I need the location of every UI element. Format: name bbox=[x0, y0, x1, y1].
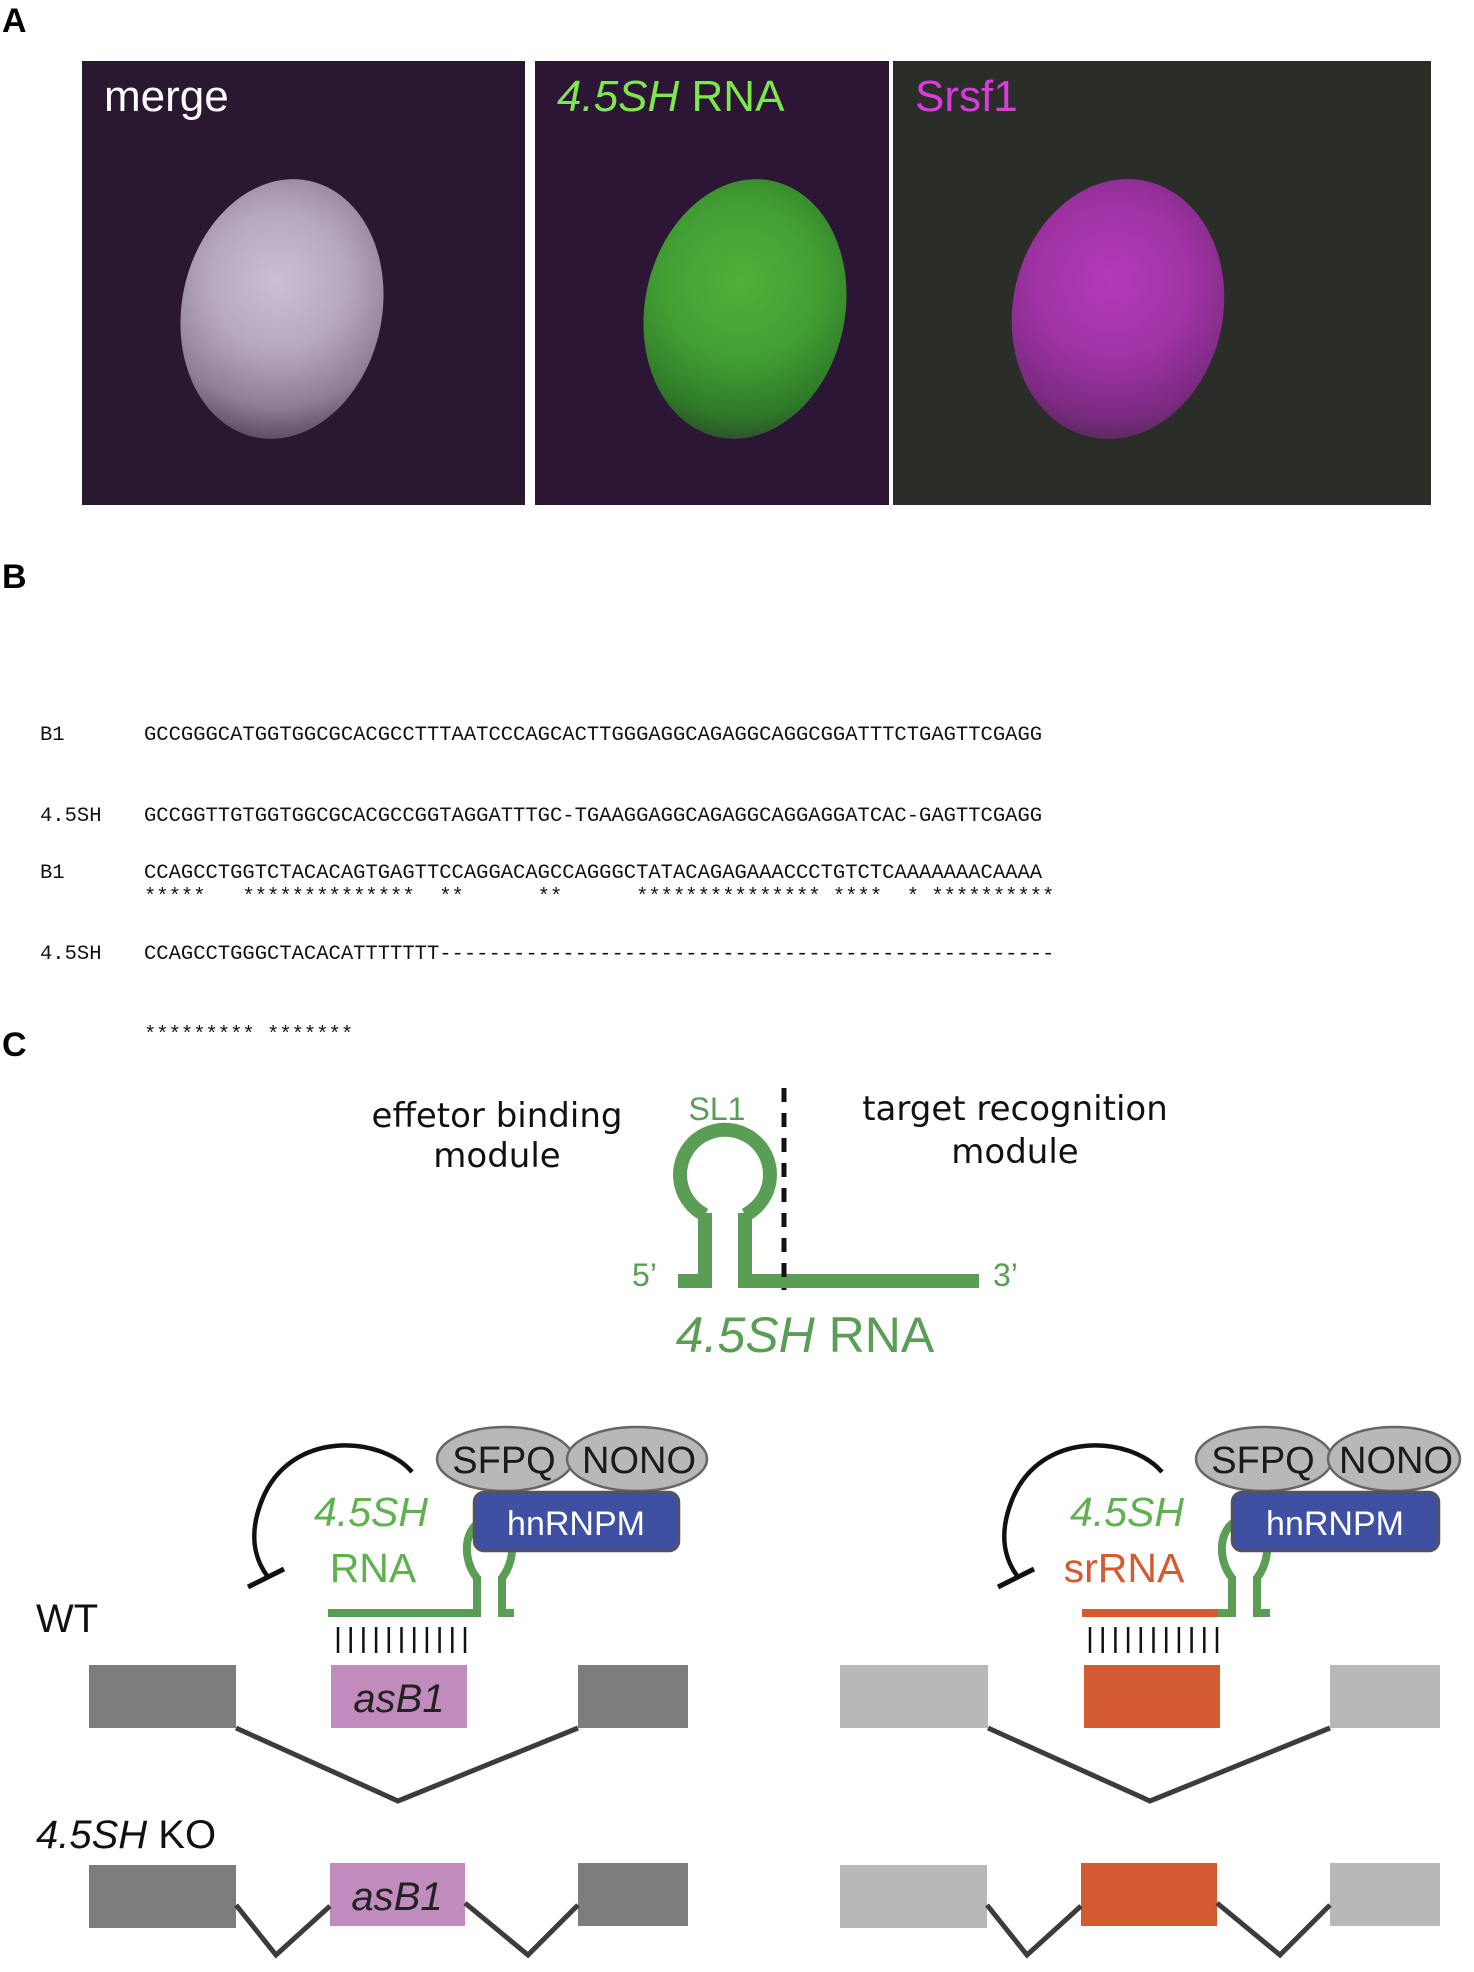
rna-label-line1: 4.5SH bbox=[314, 1489, 428, 1535]
ko-asb1-label: asB1 bbox=[351, 1875, 442, 1919]
right-diagram-srrna: 4.5SH srRNA SFPQ NONO hnRNPM bbox=[840, 1425, 1462, 1959]
consensus-stars: ***** ************** ** ** *************… bbox=[144, 886, 1055, 909]
module-right-line1: target recognition bbox=[862, 1089, 1168, 1129]
hnrnpm-protein bbox=[472, 1490, 681, 1553]
rna-label-line2: RNA bbox=[330, 1545, 417, 1591]
module-left-line1: effetor binding bbox=[372, 1096, 623, 1136]
ko-junction-2 bbox=[1215, 1901, 1332, 1959]
srrna-label-line2: srRNA bbox=[1064, 1545, 1185, 1591]
ko-srrna-target-exon bbox=[1081, 1863, 1217, 1926]
row-seq: GCCGGGCATGGTGGCGCACGCCTTTAATCCCAGCACTTGG… bbox=[144, 724, 1043, 747]
wt-label: WT bbox=[36, 1597, 98, 1641]
alignment-row-b1: B1 CCAGCCTGGTCTACACAGTGAGTTCCAGGACAGCCAGG… bbox=[40, 860, 1054, 887]
module-right-line2: module bbox=[951, 1132, 1078, 1172]
ko-upstream-exon bbox=[840, 1865, 987, 1928]
nono-label: NONO bbox=[1339, 1440, 1453, 1482]
skipping-junction bbox=[234, 1725, 579, 1804]
module-left-line2: module bbox=[433, 1136, 560, 1176]
micrograph-label-merge: merge bbox=[104, 72, 229, 121]
skipping-junction bbox=[986, 1725, 1331, 1804]
panel-a-letter: A bbox=[2, 2, 27, 40]
alignment-block-2: B1 CCAGCCTGGTCTACACAGTGAGTTCCAGGACAGCCAGG… bbox=[40, 806, 1054, 1076]
micrograph-srsf1: Srsf1 bbox=[893, 61, 1431, 505]
rna-name-label: 4.5SH RNA bbox=[676, 1307, 935, 1363]
ko-junction-1 bbox=[234, 1903, 332, 1959]
base-pairing-ticks bbox=[1088, 1627, 1219, 1653]
micrograph-merge: merge bbox=[82, 61, 525, 505]
ko-junction-1 bbox=[985, 1903, 1083, 1959]
ko-downstream-exon bbox=[578, 1863, 688, 1926]
alignment-consensus: ********* ******* bbox=[40, 1022, 1054, 1049]
inhibition-bar bbox=[996, 1566, 1036, 1590]
row-name: B1 bbox=[40, 862, 65, 885]
base-pairing-ticks bbox=[336, 1627, 467, 1653]
upstream-exon bbox=[840, 1665, 988, 1728]
row-name: B1 bbox=[40, 724, 65, 747]
alignment-row-45sh: 4.5SH CCAGCCTGGGCTACACATTTTTTT-----------… bbox=[40, 941, 1054, 968]
consensus-stars: ********* ******* bbox=[144, 1024, 354, 1047]
panel-c-letter: C bbox=[2, 1026, 27, 1064]
sfpq-label: SFPQ bbox=[1211, 1440, 1314, 1482]
alignment-row-45sh: 4.5SH GCCGGTTGTGGTGGCGCACGCCGGTAGGATTTGC-… bbox=[40, 803, 1054, 830]
micrograph-label-45sh-rna: 4.5SH RNA bbox=[557, 75, 784, 119]
row-name: 4.5SH bbox=[40, 805, 102, 828]
inhibition-arc bbox=[252, 1443, 414, 1579]
hnrnpm-label: hnRNPM bbox=[1266, 1505, 1404, 1543]
row-name: 4.5SH bbox=[40, 943, 102, 966]
label-italic-45sh: 4.5SH bbox=[557, 72, 680, 121]
hnrnpm-label: hnRNPM bbox=[507, 1505, 645, 1543]
downstream-exon bbox=[1330, 1665, 1440, 1728]
hnrnpm-protein bbox=[1230, 1490, 1441, 1553]
ko-junction-2 bbox=[463, 1901, 580, 1959]
left-diagram-wt: 4.5SH RNA SFPQ NONO hnRNPM asB1 asB1 bbox=[89, 1425, 709, 1959]
asb1-label: asB1 bbox=[353, 1677, 444, 1721]
micrograph-45sh-rna: 4.5SH RNA bbox=[535, 61, 889, 505]
three-prime-label: 3’ bbox=[993, 1257, 1018, 1293]
srrna-target-exon bbox=[1084, 1665, 1220, 1728]
alignment-consensus: ***** ************** ** ** *************… bbox=[40, 884, 1054, 911]
downstream-exon bbox=[578, 1665, 688, 1728]
stem-loop-schematic bbox=[673, 1122, 979, 1288]
ko-upstream-exon bbox=[89, 1865, 236, 1928]
rna-name-italic: 4.5SH bbox=[676, 1307, 816, 1363]
ko-downstream-exon bbox=[1330, 1863, 1440, 1926]
row-seq: GCCGGTTGTGGTGGCGCACGCCGGTAGGATTTGC-TGAAG… bbox=[144, 805, 1043, 828]
nono-label: NONO bbox=[582, 1440, 696, 1482]
ko-asb1-exon bbox=[330, 1863, 465, 1926]
alignment-block-1: B1 GCCGGGCATGGTGGCGCACGCCTTTAATCCCAGCACTT… bbox=[40, 668, 1054, 938]
alignment-row-b1: B1 GCCGGGCATGGTGGCGCACGCCTTTAATCCCAGCACTT… bbox=[40, 722, 1054, 749]
micrograph-label-srsf1: Srsf1 bbox=[915, 72, 1018, 121]
upstream-exon bbox=[89, 1665, 236, 1728]
ko-label-rest: KO bbox=[147, 1813, 216, 1857]
inhibition-arc bbox=[1002, 1443, 1164, 1579]
ko-label-italic: 4.5SH bbox=[36, 1813, 147, 1857]
ko-label: 4.5SH KO bbox=[36, 1813, 216, 1857]
stem-loop-label: SL1 bbox=[689, 1091, 746, 1127]
inhibition-bar bbox=[246, 1566, 286, 1590]
panel-b-letter: B bbox=[2, 558, 27, 596]
row-seq: CCAGCCTGGTCTACACAGTGAGTTCCAGGACAGCCAGGGC… bbox=[144, 862, 1043, 885]
label-rna: RNA bbox=[679, 72, 785, 121]
rna-name-rest: RNA bbox=[815, 1307, 935, 1363]
srrna-label-line1: 4.5SH bbox=[1070, 1489, 1184, 1535]
sfpq-label: SFPQ bbox=[452, 1440, 555, 1482]
asb1-exon bbox=[331, 1665, 467, 1728]
row-seq: CCAGCCTGGGCTACACATTTTTTT----------------… bbox=[144, 943, 1055, 966]
five-prime-label: 5’ bbox=[632, 1257, 657, 1293]
